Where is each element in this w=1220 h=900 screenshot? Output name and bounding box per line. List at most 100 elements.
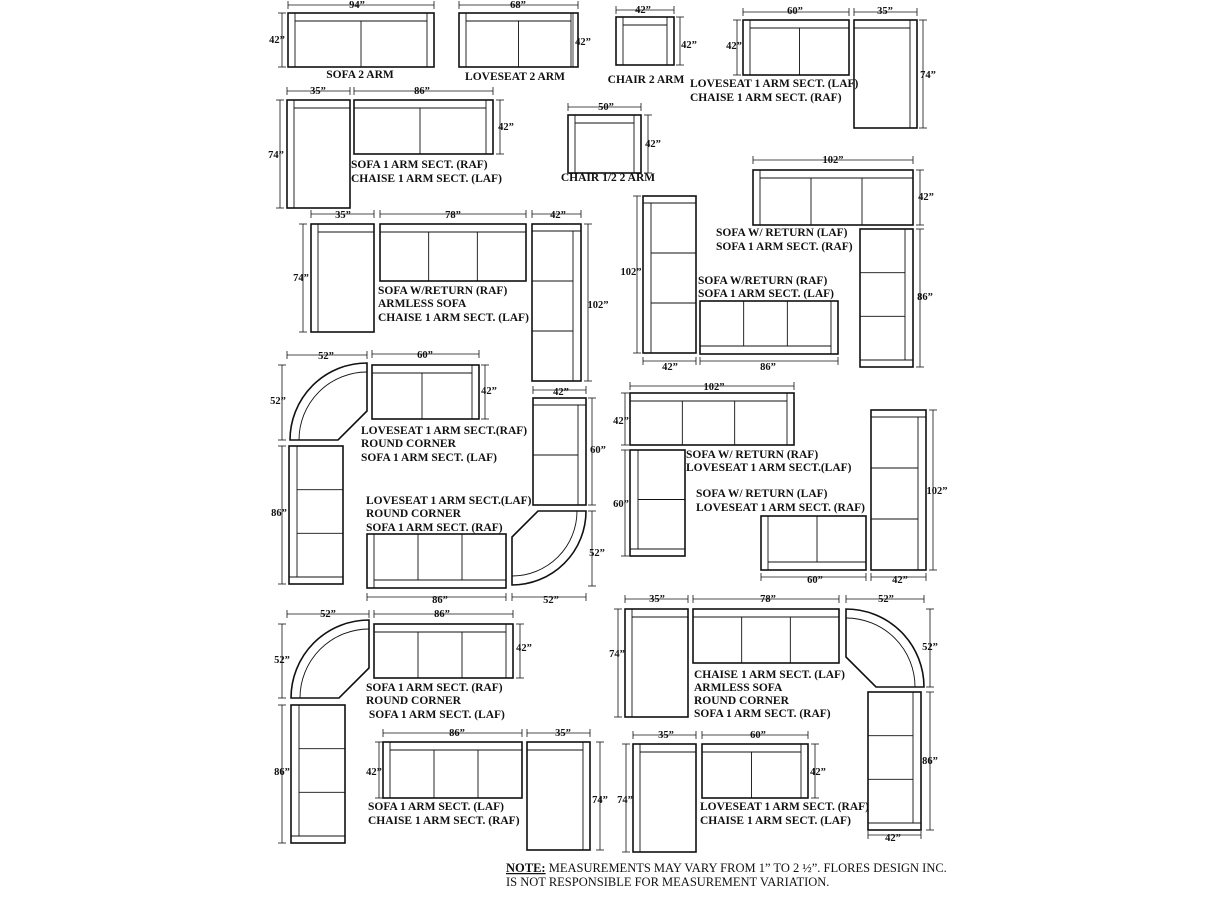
dim-width: 35” — [335, 210, 351, 221]
dim-depth: 42” — [810, 767, 826, 778]
dim-depth: 42” — [918, 192, 934, 203]
group-label-line: ROUND CORNER — [366, 695, 462, 707]
sofa-outline — [379, 223, 527, 282]
dim-depth: 102” — [588, 300, 609, 311]
dim-depth: 52” — [922, 642, 938, 653]
chaise-outline — [624, 608, 689, 718]
piece-loveseat-2-arm: 68” 42” LOVESEAT 2 ARM — [465, 0, 591, 83]
group-label-line: SOFA W/ RETURN (RAF) — [686, 449, 818, 461]
round-corner-outline — [511, 510, 587, 586]
sofa-outline — [531, 223, 582, 382]
chair-half-width: 50” — [598, 102, 614, 113]
dim-width: 35” — [877, 6, 893, 17]
dim-width: 42” — [885, 833, 901, 844]
group-label-line: ARMLESS SOFA — [378, 298, 467, 310]
dim-width: 60” — [417, 350, 433, 361]
group-label-line: CHAISE 1 ARM SECT. (LAF) — [694, 669, 845, 681]
sofa-outline — [373, 623, 514, 679]
group-sofa-laf-chaise-raf: 86” 35” 42” 74” SOFA 1 ARM SECT. (LAF) C… — [366, 728, 608, 827]
note-label: NOTE: — [506, 861, 546, 875]
sofa-outline — [760, 515, 867, 571]
group-label-line: LOVESEAT 1 ARM SECT.(RAF) — [361, 425, 527, 437]
dim-width: 35” — [310, 86, 326, 97]
sofa-outline — [353, 99, 494, 155]
sofa-outline — [615, 16, 675, 66]
measurement-note: NOTE: MEASUREMENTS MAY VARY FROM 1” TO 2… — [506, 861, 947, 889]
dim-width: 60” — [787, 6, 803, 17]
chair-2-arm-label: CHAIR 2 ARM — [608, 74, 685, 86]
round-corner-outline — [289, 362, 368, 441]
sofa-outline — [382, 741, 523, 799]
chair-half-label: CHAIR 1/2 2 ARM — [561, 172, 655, 184]
sofa-outline — [532, 397, 587, 506]
sofa-outline — [752, 169, 914, 226]
group-label-line: CHAISE 1 ARM SECT. (RAF) — [690, 92, 842, 104]
sofa-outline — [288, 445, 344, 585]
dim-depth: 42” — [726, 41, 742, 52]
dim-depth: 74” — [617, 795, 633, 806]
sofa-outline — [371, 364, 480, 420]
group-label-line: SOFA 1 ARM SECT. (RAF) — [351, 159, 488, 171]
sofa-outline — [629, 392, 795, 446]
sofa-outline — [859, 228, 914, 368]
round-corner-back — [511, 510, 578, 577]
dim-width: 86” — [414, 86, 430, 97]
dim-depth: 74” — [920, 70, 936, 81]
group-label-line: SOFA W/ RETURN (LAF) — [716, 227, 848, 239]
dim-depth: 86” — [271, 508, 287, 519]
round-corner-back — [845, 617, 916, 688]
group-loveseat-raf-chaise-laf: 35” 60” 74” 42” LOVESEAT 1 ARM SECT. (RA… — [617, 730, 869, 827]
group-label-line: SOFA W/RETURN (RAF) — [698, 275, 827, 287]
group-label-line: SOFA 1 ARM SECT. (RAF) — [716, 241, 853, 253]
furniture-drawings — [276, 1, 937, 853]
group-label-line: ROUND CORNER — [361, 438, 457, 450]
group-label-line: SOFA 1 ARM SECT. (RAF) — [694, 708, 831, 720]
dim-width: 86” — [432, 595, 448, 606]
group-loveseat-raf-round-sofa-laf: 52” 60” 52” 42” 86” LOVESEAT 1 ARM SECT.… — [270, 350, 527, 519]
sofa-outline — [629, 449, 686, 557]
sofa-2-arm-depth: 42” — [269, 35, 285, 46]
group-label-line: ROUND CORNER — [366, 508, 462, 520]
dim-width: 42” — [553, 387, 569, 398]
loveseat-2-arm-width: 68” — [510, 0, 526, 11]
dim-width: 35” — [555, 728, 571, 739]
sofa-outline — [699, 300, 839, 355]
dim-depth: 42” — [366, 767, 382, 778]
group-sofa-return-raf-sofa-laf: 102” 42” 86” SOFA W/RETURN (RAF) SOFA 1 … — [621, 267, 835, 373]
dim-width: 60” — [750, 730, 766, 741]
group-label-line: ROUND CORNER — [694, 695, 790, 707]
note-line-1: NOTE: MEASUREMENTS MAY VARY FROM 1” TO 2… — [506, 861, 947, 875]
dim-width: 52” — [878, 594, 894, 605]
dim-depth: 74” — [268, 150, 284, 161]
sofa-outline — [692, 608, 840, 664]
dim-depth: 52” — [589, 548, 605, 559]
sofa-2-arm-label: SOFA 2 ARM — [326, 69, 394, 81]
group-label-line: CHAISE 1 ARM SECT. (LAF) — [378, 312, 529, 324]
dim-depth: 74” — [293, 273, 309, 284]
group-label-line: CHAISE 1 ARM SECT. (LAF) — [351, 173, 502, 185]
group-label-line: SOFA 1 ARM SECT. (LAF) — [698, 288, 834, 300]
dim-width: 42” — [550, 210, 566, 221]
group-sofa-raf-chaise-laf: 35” 86” 74” 42” SOFA 1 ARM SECT. (RAF) C… — [268, 86, 514, 185]
dim-width: 78” — [760, 594, 776, 605]
group-label-line: SOFA W/ RETURN (LAF) — [696, 488, 828, 500]
dim-width: 78” — [445, 210, 461, 221]
dim-depth: 86” — [917, 292, 933, 303]
dim-depth: 74” — [609, 649, 625, 660]
dim-depth: 42” — [481, 386, 497, 397]
dim-depth: 86” — [922, 756, 938, 767]
group-sofa-return-laf-sofa-raf: 102” 42” 86” SOFA W/ RETURN (LAF) SOFA 1… — [716, 155, 934, 303]
dim-depth: 102” — [927, 486, 948, 497]
group-label-line: SOFA 1 ARM SECT. (LAF) — [361, 452, 497, 464]
group-label-line: LOVESEAT 1 ARM SECT. (RAF) — [696, 502, 865, 514]
dim-depth: 42” — [516, 643, 532, 654]
group-label-line: SOFA 1 ARM SECT. (RAF) — [366, 682, 503, 694]
piece-chair-half: 50” 42” CHAIR 1/2 2 ARM — [561, 102, 661, 184]
dim-depth: 42” — [613, 416, 629, 427]
dim-depth: 86” — [274, 767, 290, 778]
dim-width: 102” — [704, 382, 725, 393]
piece-sofa-2-arm: 94” 42” SOFA 2 ARM — [269, 0, 394, 81]
round-corner-back — [299, 628, 370, 699]
group-sofa-raf-round-sofa-laf: 52” 86” 52” 42” 86” SOFA 1 ARM SECT. (RA… — [274, 609, 532, 778]
